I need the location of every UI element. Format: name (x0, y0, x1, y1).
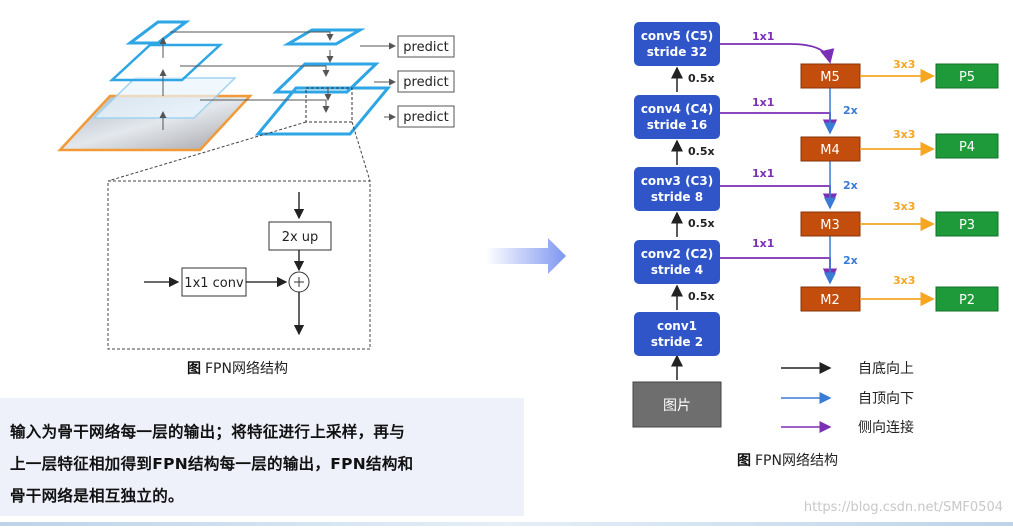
lateral-label: 1x1 (752, 96, 774, 109)
smooth-label: 3x3 (893, 200, 915, 213)
upsample-label: 2x (843, 179, 858, 192)
merge-label: M3 (820, 218, 840, 233)
downsample-label: 0.5x (688, 217, 715, 230)
predict-label: predict (403, 40, 448, 55)
lateral-connection-c2 (720, 257, 838, 283)
lateral-connection-2 (180, 65, 330, 77)
backbone-label: conv5 (C5) (641, 29, 713, 43)
backbone-stride: stride 2 (651, 335, 703, 349)
description-text: 输入为骨干网络每一层的输出；将特征进行上采样，再与 上一层特征相加得到FPN结构… (10, 416, 510, 512)
left-caption-prefix: 图 (187, 361, 201, 377)
merge-box-m3 (800, 211, 861, 237)
merge-box-m2 (800, 286, 861, 312)
downsample-label: 0.5x (688, 290, 715, 303)
output-label: P4 (959, 140, 975, 155)
bottom-divider (0, 522, 1013, 526)
detail-box (107, 180, 371, 350)
output-label: P2 (959, 293, 975, 308)
smooth-label: 3x3 (893, 58, 915, 71)
left-pyramid-diagram: predict predict predict 2x up 1x1 conv (57, 20, 455, 350)
upsample-box (268, 221, 332, 251)
lateral-connection-c4 (720, 112, 838, 134)
merge-box-m4 (800, 136, 861, 162)
output-label: P3 (959, 218, 975, 233)
fpn-layer-bottom (254, 86, 392, 136)
downsample-label: 0.5x (688, 72, 715, 85)
output-box-p2 (935, 286, 999, 312)
watermark: https://blog.csdn.net/SMF0504 (803, 500, 1003, 515)
lateral-connection-c5 (720, 43, 835, 64)
smooth-label: 3x3 (893, 274, 915, 287)
right-fpn-diagram: 0.5x 0.5x 0.5x 0.5x conv5 (C5) stride 32… (632, 22, 999, 469)
output-label: P5 (959, 70, 975, 85)
feature-layer-3 (125, 20, 191, 45)
output-box-p5 (935, 63, 999, 89)
transition-arrow-icon (486, 238, 566, 274)
backbone-box-c3 (634, 167, 720, 211)
description-line: 输入为骨干网络每一层的输出；将特征进行上采样，再与 (10, 423, 406, 441)
downsample-label: 0.5x (688, 145, 715, 158)
feature-layer-1 (92, 77, 237, 119)
backbone-label: conv3 (C3) (641, 174, 713, 188)
input-image-label: 图片 (663, 398, 691, 414)
predict-label: predict (403, 75, 448, 90)
legend-top-down-label: 自顶向下 (858, 391, 914, 407)
fpn-layer-mid (272, 62, 380, 94)
output-box-p3 (935, 211, 999, 237)
merge-box-m5 (800, 63, 861, 89)
merge-label: M2 (820, 293, 840, 308)
feature-layer-2 (108, 43, 224, 82)
upsample-label: 2x (843, 104, 858, 117)
upsample-label: 2x up (282, 230, 319, 245)
right-caption-prefix: 图 (737, 453, 751, 469)
backbone-box-c4 (634, 95, 720, 139)
lateral-label: 1x1 (752, 30, 774, 43)
conv-box (181, 267, 247, 297)
backbone-label: conv4 (C4) (641, 102, 713, 116)
backbone-box-c5 (634, 22, 720, 66)
lateral-label: 1x1 (752, 167, 774, 180)
backbone-box-c1 (634, 312, 720, 356)
description-line: 骨干网络是相互独立的。 (10, 487, 184, 505)
description-line: 上一层特征相加得到FPN结构每一层的输出，FPN结构和 (10, 455, 414, 473)
predict-label: predict (403, 110, 448, 125)
merge-label: M5 (820, 70, 840, 85)
merge-label: M4 (820, 143, 840, 158)
lateral-connection-1 (170, 31, 334, 41)
lateral-label: 1x1 (752, 237, 774, 250)
backbone-label: conv1 (657, 319, 697, 333)
backbone-stride: stride 32 (647, 45, 708, 59)
legend-lateral-label: 侧向连接 (858, 419, 914, 436)
input-image-box (632, 381, 722, 428)
zoom-region (305, 87, 353, 123)
zoom-line-left (107, 121, 307, 182)
zoom-line-right (351, 121, 371, 182)
backbone-stride: stride 8 (651, 190, 703, 204)
description-panel (0, 398, 524, 516)
predict-box-3 (397, 105, 455, 128)
predict-box-2 (397, 70, 455, 93)
output-box-p4 (935, 133, 999, 159)
left-caption-text: FPN网络结构 (205, 361, 288, 377)
right-caption-text: FPN网络结构 (755, 453, 838, 469)
backbone-stride: stride 4 (651, 263, 703, 277)
lateral-connection-c3 (720, 185, 838, 208)
smooth-label: 3x3 (893, 128, 915, 141)
conv-label: 1x1 conv (184, 276, 244, 291)
input-image-border (57, 94, 253, 152)
backbone-stride: stride 16 (647, 118, 708, 132)
fpn-layer-top (282, 28, 366, 46)
backbone-label: conv2 (C2) (641, 247, 713, 261)
predict-box-1 (397, 35, 455, 58)
upsample-label: 2x (843, 254, 858, 267)
backbone-box-c2 (634, 240, 720, 284)
legend-bottom-up-label: 自底向上 (858, 361, 914, 377)
